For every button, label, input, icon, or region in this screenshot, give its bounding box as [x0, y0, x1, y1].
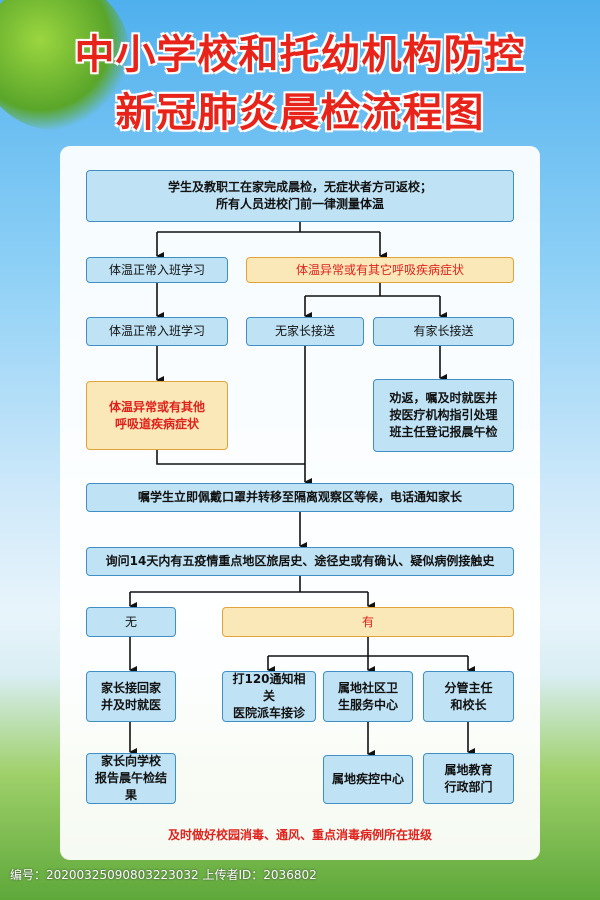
- normal-class-box-2: 体温正常入班学习: [86, 317, 228, 346]
- no-history-box: 无: [86, 607, 176, 637]
- abnormal-symptom-box-2: 体温异常或有其他 呼吸道疾病症状: [86, 381, 228, 450]
- yes-history-box: 有: [222, 607, 514, 637]
- community-health-box: 属地社区卫 生服务中心: [323, 671, 413, 722]
- persuade-box: 劝返，嘱及时就医并 按医疗机构指引处理 班主任登记报晨午检: [373, 379, 514, 452]
- call-120-box: 打120通知相关 医院派车接诊: [222, 671, 316, 722]
- start-box: 学生及教职工在家完成晨检，无症状者方可返校； 所有人员进校门前一律测量体温: [86, 170, 514, 222]
- normal-class-box-1: 体温正常入班学习: [86, 257, 228, 283]
- abnormal-symptom-box-1: 体温异常或有其它呼吸疾病症状: [246, 257, 514, 283]
- report-school-box: 家长向学校 报告晨午检结果: [86, 753, 176, 804]
- leaders-box: 分管主任 和校长: [423, 671, 514, 722]
- connector-abnormal2-merge: [156, 450, 305, 465]
- has-parent-box: 有家长接送: [373, 317, 514, 346]
- page-title-line2: 新冠肺炎晨检流程图: [115, 90, 485, 136]
- parent-pickup-box: 家长接回家 并及时就医: [86, 671, 176, 722]
- cdc-box: 属地疾控中心: [323, 755, 413, 804]
- footer-note: 及时做好校园消毒、通风、重点消毒病例所在班级: [167, 828, 432, 842]
- page-title-line1: 中小学校和托幼机构防控: [74, 32, 526, 78]
- inquire-box: 询问14天内有五疫情重点地区旅居史、途径史或有确认、疑似病例接触史: [86, 547, 514, 576]
- image-meta: 编号：20200325090803223032 上传者ID：2036802: [10, 868, 317, 882]
- isolate-box: 嘱学生立即佩戴口罩并转移至隔离观察区等候，电话通知家长: [86, 483, 514, 512]
- no-parent-box: 无家长接送: [246, 317, 364, 346]
- edu-dept-box: 属地教育 行政部门: [423, 753, 514, 804]
